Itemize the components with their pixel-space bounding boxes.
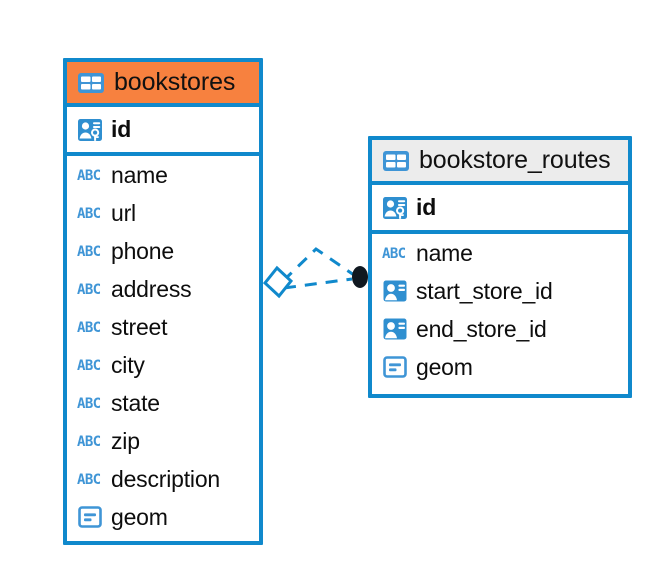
text-abc-icon: ABC — [382, 246, 406, 261]
text-abc-icon: ABC — [77, 206, 101, 221]
field-label-bookstores-description: description — [111, 465, 221, 492]
field-row-bookstores-address[interactable]: ABC address — [67, 270, 259, 308]
svg-text:ABC: ABC — [77, 206, 101, 221]
geometry-icon — [78, 506, 102, 528]
text-abc-icon: ABC — [77, 168, 101, 183]
field-label-bookstores-city: city — [111, 351, 145, 378]
svg-text:ABC: ABC — [77, 244, 101, 259]
field-label-bookstore-routes-start-store-id: start_store_id — [416, 277, 553, 304]
field-row-bookstores-city[interactable]: ABC city — [67, 346, 259, 384]
field-row-bookstores-zip[interactable]: ABC zip — [67, 422, 259, 460]
field-row-bookstore-routes-start-store-id[interactable]: start_store_id — [372, 272, 628, 310]
field-row-bookstores-url[interactable]: ABC url — [67, 194, 259, 232]
svg-text:ABC: ABC — [77, 282, 101, 297]
field-row-bookstore-routes-name[interactable]: ABC name — [372, 234, 628, 272]
field-section-bookstore-routes: ABC name start_store_id — [372, 234, 628, 386]
entity-header-bookstore-routes[interactable]: bookstore_routes — [372, 140, 628, 185]
field-section-bookstores: ABC name ABC url ABC phone ABC — [67, 156, 259, 536]
field-row-bookstores-state[interactable]: ABC state — [67, 384, 259, 422]
svg-text:ABC: ABC — [77, 472, 101, 487]
field-label-bookstores-name: name — [111, 161, 168, 188]
entity-bookstores[interactable]: bookstores id ABC — [63, 58, 263, 545]
field-label-bookstore-routes-geom: geom — [416, 353, 473, 380]
entity-bookstore-routes[interactable]: bookstore_routes id ABC — [368, 136, 632, 398]
field-row-bookstore-routes-geom[interactable]: geom — [372, 348, 628, 386]
text-abc-icon: ABC — [77, 434, 101, 449]
pk-section-bookstore-routes: id — [372, 185, 628, 234]
geometry-icon — [383, 356, 407, 378]
text-abc-icon: ABC — [77, 244, 101, 259]
field-label-bookstore-routes-name: name — [416, 239, 473, 266]
svg-text:ABC: ABC — [77, 358, 101, 373]
open-diamond-icon — [262, 265, 294, 299]
field-row-bookstore-routes-id[interactable]: id — [372, 185, 628, 230]
filled-circle-icon — [352, 266, 368, 288]
relationship-line-lower — [283, 277, 353, 290]
field-label-bookstores-phone: phone — [111, 237, 174, 264]
text-abc-icon: ABC — [77, 320, 101, 335]
field-row-bookstore-routes-end-store-id[interactable]: end_store_id — [372, 310, 628, 348]
text-abc-icon: ABC — [77, 282, 101, 297]
field-row-bookstores-description[interactable]: ABC description — [67, 460, 259, 498]
field-label-bookstores-street: street — [111, 313, 168, 340]
field-row-bookstores-geom[interactable]: geom — [67, 498, 259, 536]
primary-key-icon — [78, 118, 102, 141]
entity-header-bookstores[interactable]: bookstores — [67, 62, 259, 107]
field-row-bookstores-street[interactable]: ABC street — [67, 308, 259, 346]
text-abc-icon: ABC — [77, 358, 101, 373]
pk-section-bookstores: id — [67, 107, 259, 156]
field-label-bookstore-routes-end-store-id: end_store_id — [416, 315, 547, 342]
field-label-bookstores-geom: geom — [111, 503, 168, 530]
field-label-bookstores-state: state — [111, 389, 160, 416]
foreign-key-icon — [383, 280, 407, 302]
table-icon — [383, 150, 409, 171]
entity-title-bookstores: bookstores — [114, 68, 236, 96]
field-row-bookstores-phone[interactable]: ABC phone — [67, 232, 259, 270]
field-label-bookstores-address: address — [111, 275, 192, 302]
svg-text:ABC: ABC — [77, 396, 101, 411]
table-icon — [78, 72, 104, 93]
text-abc-icon: ABC — [77, 472, 101, 487]
relationship-line-upper — [281, 247, 355, 283]
svg-text:ABC: ABC — [77, 434, 101, 449]
text-abc-icon: ABC — [77, 396, 101, 411]
field-row-bookstores-id[interactable]: id — [67, 107, 259, 152]
svg-text:ABC: ABC — [382, 246, 406, 261]
foreign-key-icon — [383, 318, 407, 340]
field-label-bookstores-zip: zip — [111, 427, 140, 454]
field-label-bookstores-url: url — [111, 199, 136, 226]
field-row-bookstores-name[interactable]: ABC name — [67, 156, 259, 194]
svg-text:ABC: ABC — [77, 168, 101, 183]
svg-text:ABC: ABC — [77, 320, 101, 335]
field-label-bookstores-id: id — [111, 116, 132, 142]
primary-key-icon — [383, 196, 407, 219]
field-label-bookstore-routes-id: id — [416, 194, 437, 220]
entity-title-bookstore-routes: bookstore_routes — [419, 146, 611, 174]
